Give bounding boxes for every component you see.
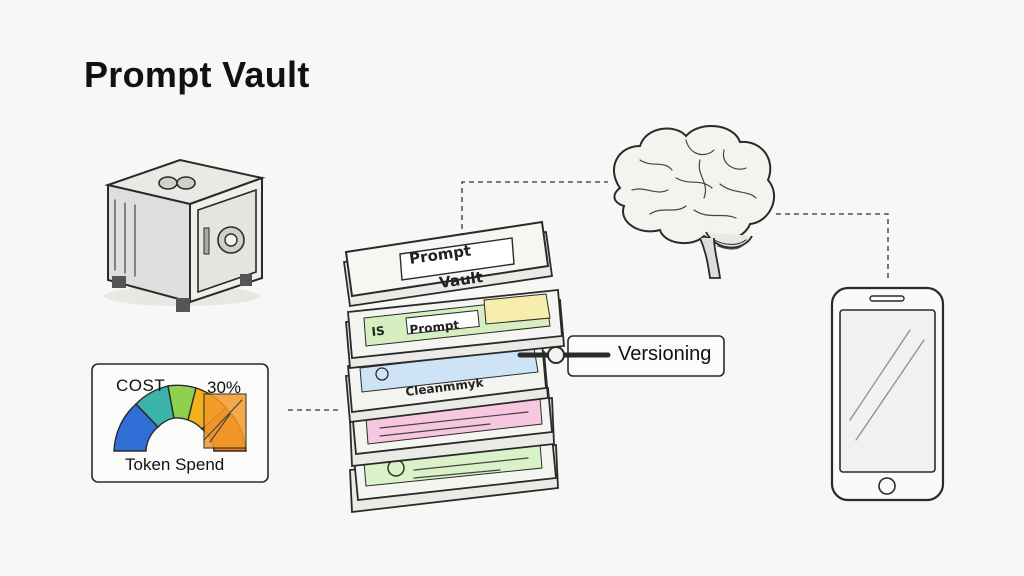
prompt-card-3: Cleanmmyk — [345, 340, 549, 424]
versioning-label: Versioning — [618, 343, 712, 365]
card2-tag: IS — [371, 324, 386, 339]
gauge-caption: Token Spend — [125, 455, 225, 474]
prompt-card-top: Prompt Vault — [342, 220, 554, 308]
prompt-card-stack: Cleanmmyk IS Prompt Prompt Vault — [342, 220, 565, 514]
cost-gauge-card — [91, 363, 269, 483]
safe-icon — [104, 158, 266, 312]
card2-text: Prompt — [409, 318, 460, 337]
page-title: Prompt Vault — [84, 54, 310, 95]
connector-lines — [288, 181, 889, 411]
brain-icon — [613, 124, 775, 279]
prompt-card-5 — [349, 435, 559, 514]
top-card-subtitle: Vault — [438, 268, 484, 292]
slider-icon — [517, 346, 611, 364]
smartphone-icon — [830, 286, 945, 502]
prompt-card-2: IS Prompt — [345, 289, 565, 369]
gauge-percent-label: 30% — [207, 378, 242, 397]
gauge-cost-label: COST — [116, 376, 166, 395]
versioning-tag — [517, 335, 725, 377]
